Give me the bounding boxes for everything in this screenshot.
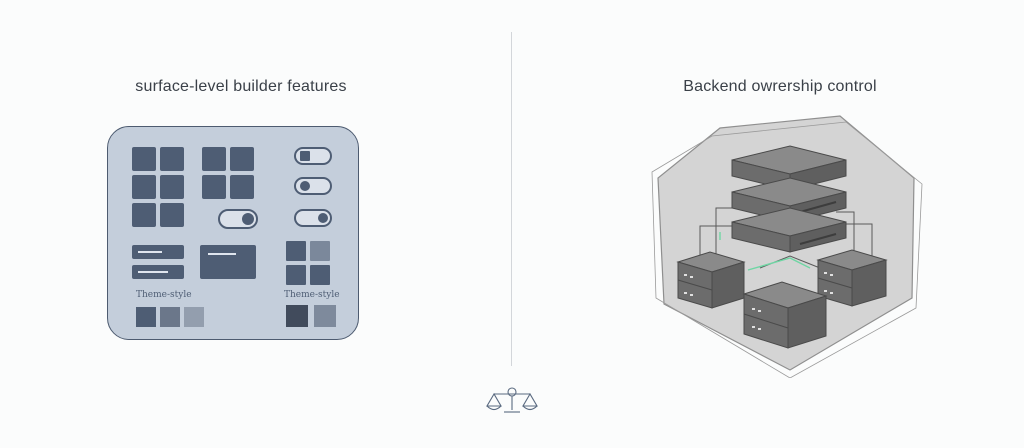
- balance-scale-icon: [486, 387, 538, 413]
- toggle-switch: [218, 209, 258, 229]
- green-connector: [719, 232, 811, 271]
- palette-tile: [310, 265, 330, 285]
- grid-tile: [160, 203, 184, 227]
- color-swatch: [160, 307, 180, 327]
- toggle-knob: [318, 213, 328, 223]
- server-unit-lower: [731, 207, 847, 253]
- grid-tile: [132, 175, 156, 199]
- theme-style-caption: Theme-style: [136, 290, 192, 300]
- hexagon-outline: [651, 121, 923, 378]
- server-cluster-diagram: [651, 115, 923, 378]
- color-swatch: [184, 307, 204, 327]
- grid-tile: [230, 175, 254, 199]
- toggle-knob: [300, 181, 310, 191]
- server-block-front: [742, 281, 828, 349]
- left-section-heading: surface-level builder features: [135, 78, 347, 95]
- grid-tile: [230, 147, 254, 171]
- server-block-left: [676, 251, 746, 309]
- palette-tile: [286, 265, 306, 285]
- grid-tile: [132, 147, 156, 171]
- color-swatch: [314, 305, 336, 327]
- toggle-knob: [242, 213, 254, 225]
- grid-tile: [132, 203, 156, 227]
- grid-tile: [160, 175, 184, 199]
- toggle-switch: [294, 147, 332, 165]
- server-block-right: [816, 249, 888, 307]
- theme-style-caption: Theme-style: [284, 290, 340, 300]
- text-line: [138, 271, 168, 273]
- palette-tile: [310, 241, 330, 261]
- text-card: [132, 265, 184, 279]
- palette-tile: [286, 241, 306, 261]
- text-card: [132, 245, 184, 259]
- text-card: [200, 245, 256, 279]
- text-line: [138, 251, 162, 253]
- toggle-switch: [294, 209, 332, 227]
- connector-lines: [699, 207, 873, 269]
- color-swatch: [136, 307, 156, 327]
- builder-panel: Theme-style Theme-style: [107, 126, 359, 340]
- right-section-heading: Backend owrership control: [683, 78, 877, 95]
- toggle-knob: [300, 151, 310, 161]
- grid-tile: [202, 147, 226, 171]
- toggle-switch: [294, 177, 332, 195]
- color-swatch: [286, 305, 308, 327]
- grid-tile: [160, 147, 184, 171]
- grid-tile: [202, 175, 226, 199]
- vertical-divider: [511, 32, 512, 366]
- text-line: [208, 253, 236, 255]
